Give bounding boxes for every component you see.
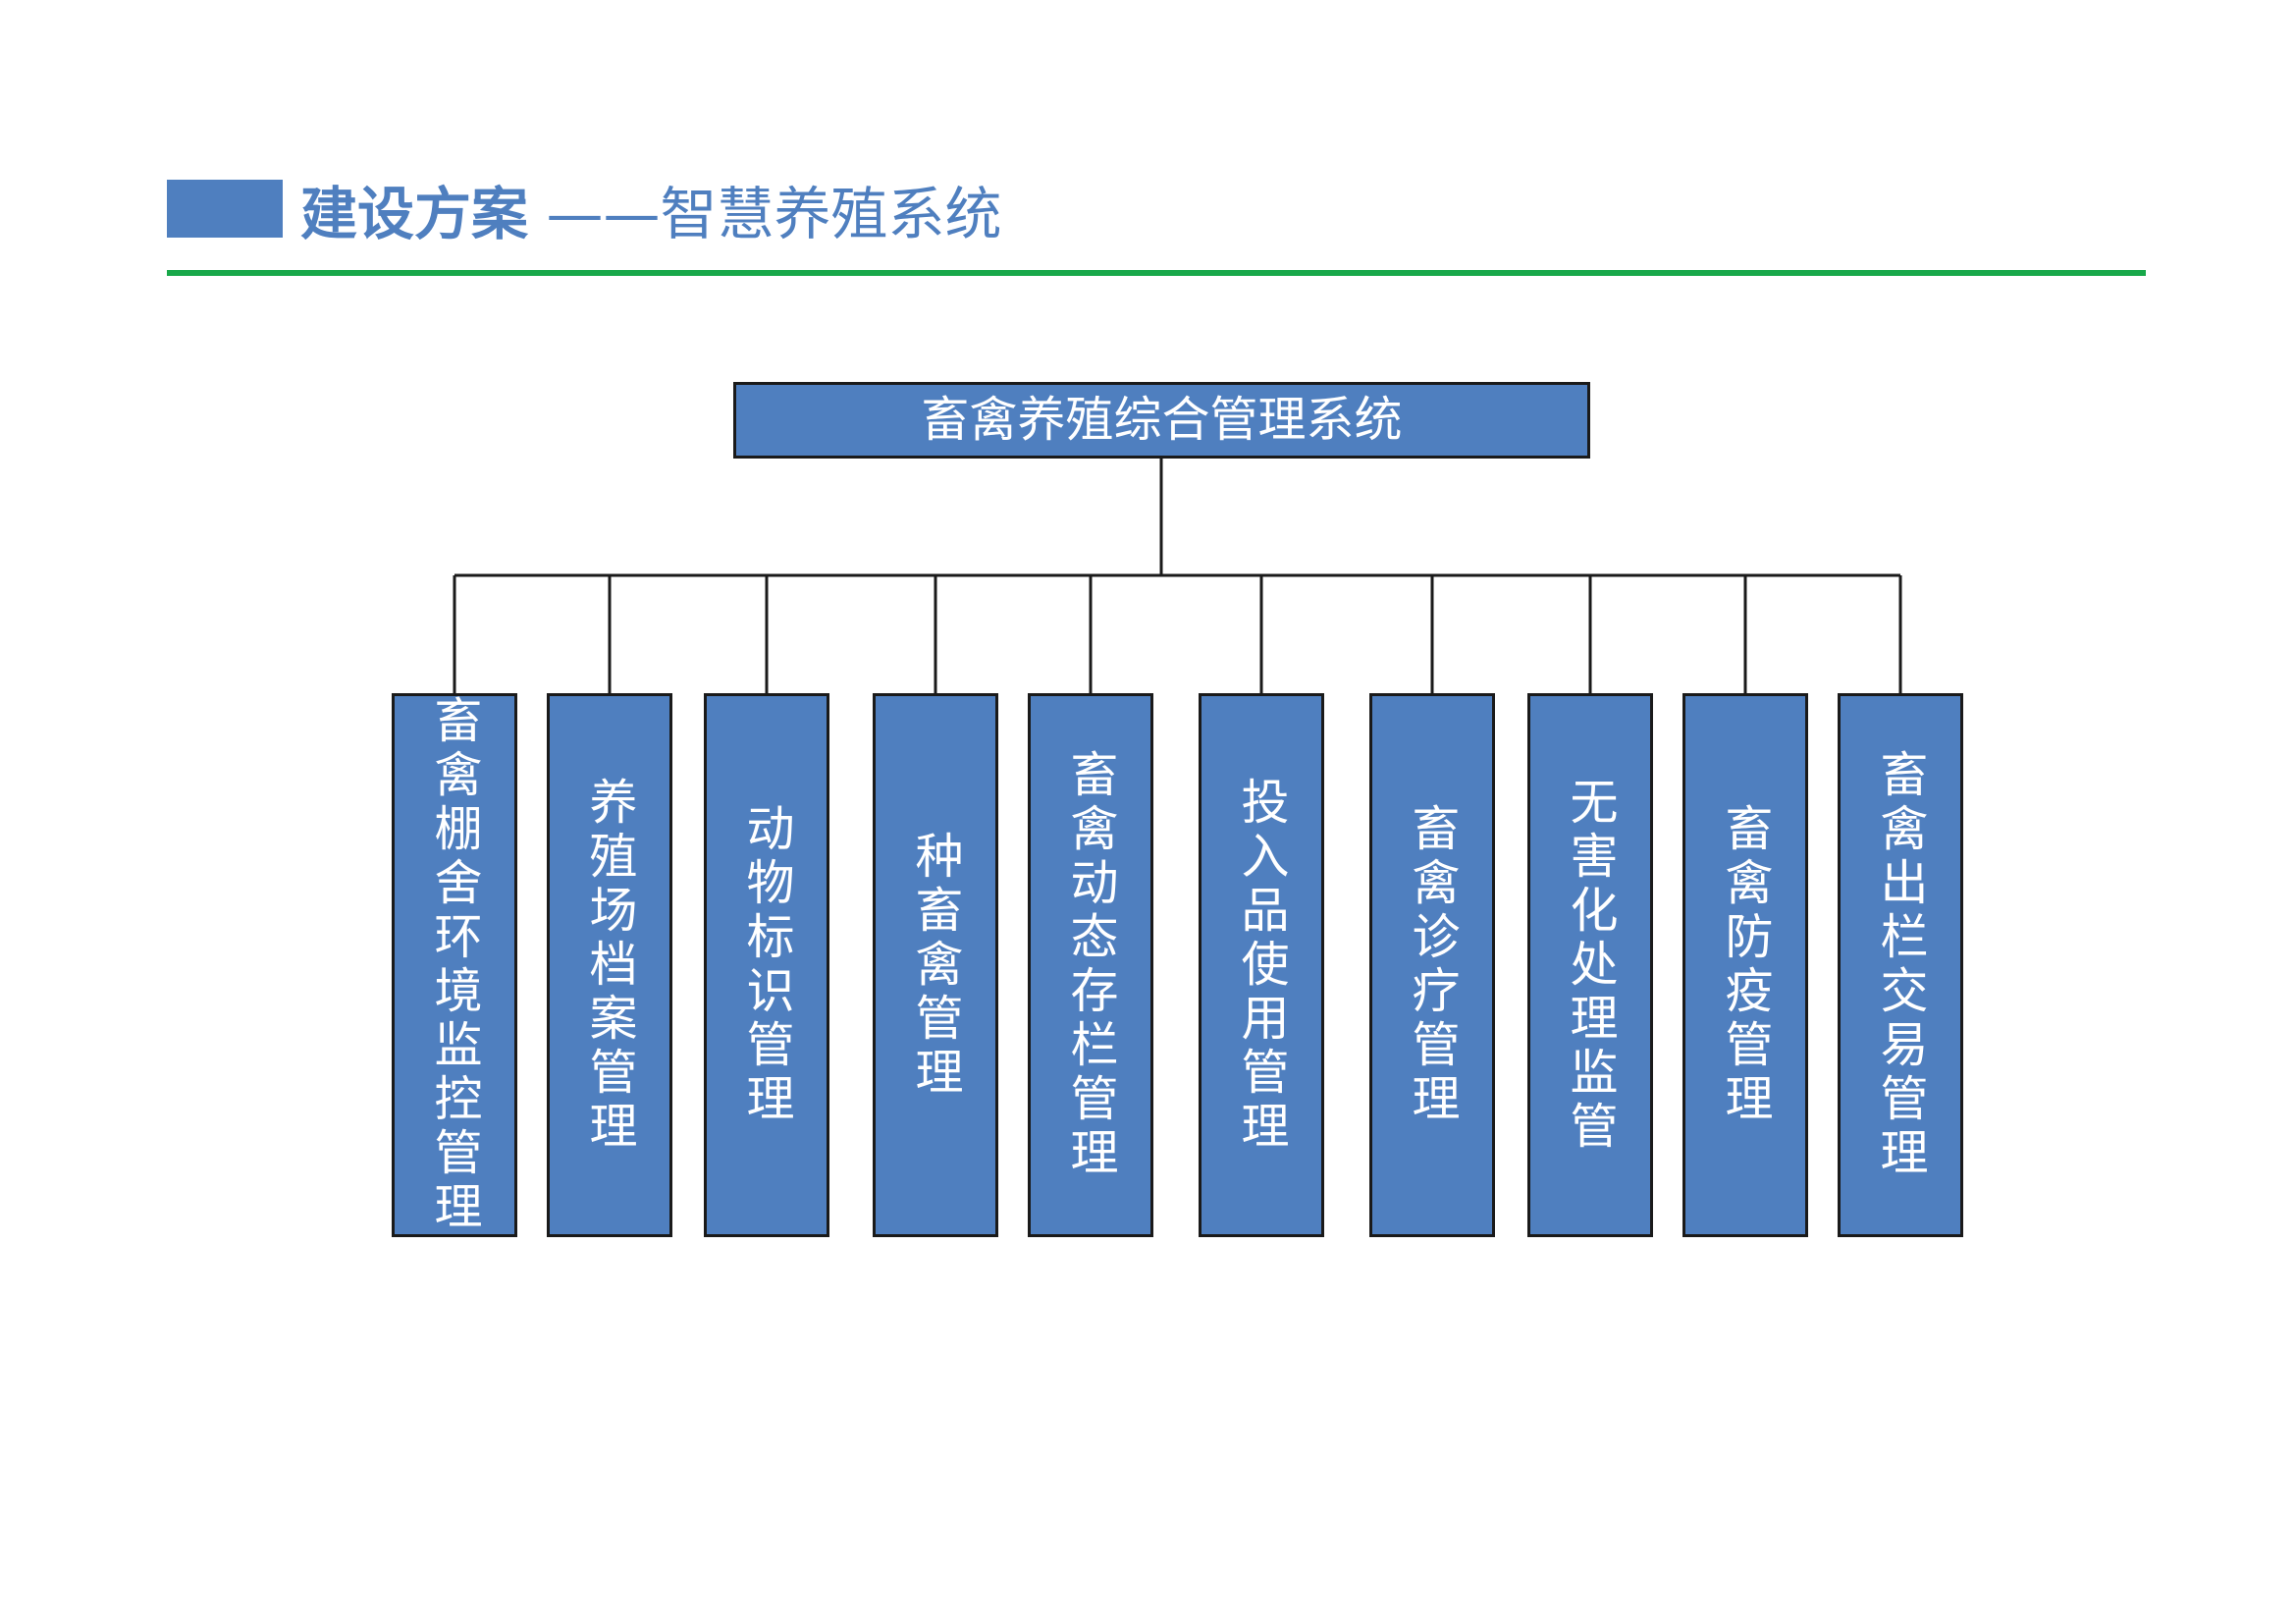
child-node-label: 畜禽动态存栏管理 [1062, 749, 1119, 1181]
page-title: 建设方案 ——智慧养殖系统 [300, 175, 1001, 253]
child-node: 畜禽棚舍环境监控管理 [392, 693, 517, 1237]
title-sub: ——智慧养殖系统 [546, 181, 1002, 247]
child-node: 畜禽防疫管理 [1682, 693, 1808, 1237]
child-node-label: 畜禽出栏交易管理 [1872, 749, 1929, 1181]
child-node-label: 无害化处理监管 [1562, 776, 1619, 1155]
child-node: 动物标识管理 [704, 693, 829, 1237]
child-node: 畜禽出栏交易管理 [1838, 693, 1963, 1237]
title-divider [167, 270, 2146, 276]
child-node: 养殖场档案管理 [547, 693, 672, 1237]
child-node-label: 养殖场档案管理 [581, 776, 638, 1155]
child-node-label: 动物标识管理 [738, 803, 795, 1127]
child-node-label: 种畜禽管理 [907, 830, 964, 1101]
title-accent-block [167, 180, 283, 238]
child-node: 种畜禽管理 [873, 693, 998, 1237]
root-node: 畜禽养殖综合管理系统 [733, 382, 1590, 459]
child-node-label: 畜禽防疫管理 [1717, 803, 1774, 1127]
child-node-label: 投入品使用管理 [1233, 776, 1290, 1155]
child-node: 投入品使用管理 [1199, 693, 1324, 1237]
title-main: 建设方案 [300, 181, 529, 247]
child-node-label: 畜禽棚舍环境监控管理 [426, 695, 483, 1235]
child-node: 畜禽诊疗管理 [1369, 693, 1495, 1237]
child-node: 畜禽动态存栏管理 [1028, 693, 1153, 1237]
child-node: 无害化处理监管 [1527, 693, 1653, 1237]
child-node-label: 畜禽诊疗管理 [1404, 803, 1461, 1127]
